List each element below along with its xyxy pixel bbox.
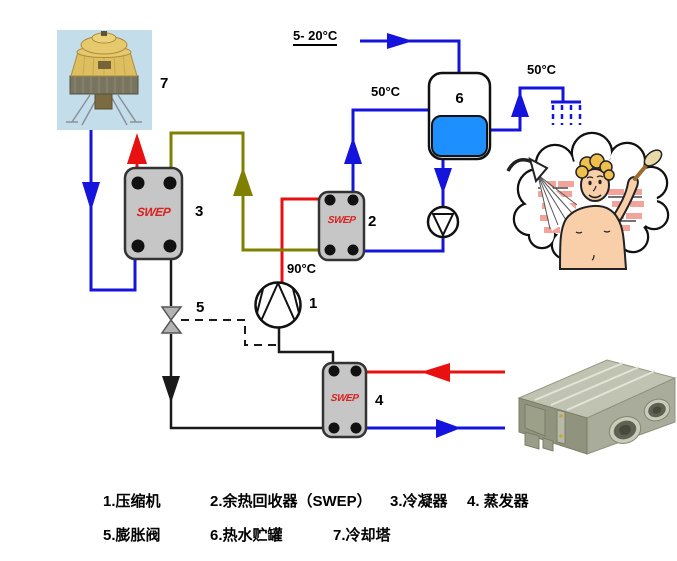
arrow-down-icon (162, 376, 180, 403)
person-hair (575, 153, 615, 181)
pipe-recovery-to-tank (351, 108, 429, 197)
label-compressor-number: 1 (309, 295, 318, 312)
pipe-tank-to-pump (356, 158, 445, 253)
pump-symbol (426, 205, 460, 239)
tank-water-level (431, 115, 488, 157)
shower-spray (537, 174, 578, 230)
arrow-down-icon (434, 168, 452, 194)
legend-item-valve: 5.膨胀阀 (103, 527, 161, 544)
fan-coil-unit-image (505, 348, 677, 458)
pipe-recovery-to-condenser (169, 131, 328, 252)
label-condenser-number: 3 (195, 203, 204, 220)
arrow-right-icon (387, 33, 413, 49)
swep-logo: SWEP (327, 215, 356, 226)
legend-item-compressor: 1.压缩机 (103, 493, 161, 510)
evaporator-heat-exchanger (321, 361, 368, 439)
hot-water-tank (427, 71, 492, 161)
legend-item-tank: 6.热水贮罐 (210, 527, 283, 544)
arrow-up-icon (511, 91, 529, 117)
arrow-right-icon (436, 419, 461, 438)
legend-item-tower: 7.冷却塔 (333, 527, 391, 544)
label-tank-inlet-temp: 50°C (371, 84, 401, 99)
label-evaporator-number: 4 (375, 392, 384, 409)
label-valve-number: 5 (196, 299, 205, 316)
compressor-symbol (254, 281, 302, 329)
arrow-up-icon (233, 167, 253, 196)
shower-person-clipart (506, 131, 670, 270)
fan-opening (608, 416, 642, 444)
fan-opening (643, 398, 671, 422)
pipe-compressor-discharge (280, 197, 330, 284)
condenser-heat-exchanger (123, 166, 184, 261)
legend-item-evaporator: 4. 蒸发器 (467, 493, 529, 510)
legend-item-recovery: 2.余热回收器（SWEP） (210, 493, 372, 510)
pipe-tank-to-shower (488, 86, 581, 132)
shower-head (528, 157, 549, 184)
pipe-suction-line (277, 326, 335, 368)
shower-spray-lines (551, 105, 582, 125)
swep-logo: SWEP (136, 205, 171, 219)
swep-logo: SWEP (330, 393, 359, 404)
arrow-down-icon (82, 182, 100, 211)
label-cold-inlet-temp: 5- 20°C (293, 29, 338, 46)
label-tank-number: 6 (455, 90, 464, 107)
arrow-left-icon (421, 363, 450, 382)
back-brush-head (643, 149, 663, 167)
label-shower-temp: 50°C (527, 62, 557, 77)
label-recovery-number: 2 (368, 213, 377, 230)
valve-control-dashed-line (181, 319, 280, 346)
arrow-up-icon (344, 137, 362, 164)
label-cooling-tower-number: 7 (160, 75, 169, 92)
legend-item-condenser: 3.冷凝器 (390, 493, 448, 510)
expansion-valve-symbol (160, 306, 183, 334)
heat-recovery-exchanger (317, 190, 366, 262)
person-face (575, 175, 611, 261)
pipe-valve-to-evaporator (169, 334, 327, 430)
arrow-up-icon (127, 133, 147, 164)
person-torso (558, 204, 628, 270)
cooling-tower-image (57, 30, 152, 130)
label-discharge-temp: 90°C (287, 261, 317, 276)
pipe-cold-inlet (360, 39, 461, 73)
